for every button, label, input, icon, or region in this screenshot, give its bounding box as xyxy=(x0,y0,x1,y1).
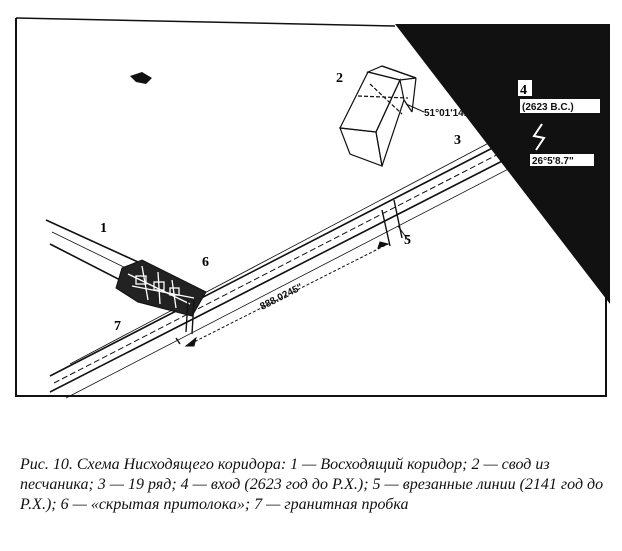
date-box xyxy=(520,99,600,113)
label-5: 5 xyxy=(404,233,411,248)
figure-caption: Рис. 10. Схема Нисходящего коридора: 1 —… xyxy=(20,456,604,513)
descending-corridor xyxy=(49,135,523,399)
angle-low-annotation: 26°5'8.7" xyxy=(532,156,574,167)
label4-box xyxy=(518,80,532,96)
ink-smudge xyxy=(130,72,152,84)
angle-leader xyxy=(405,103,425,113)
scored-lines xyxy=(381,199,409,247)
sandstone-vault xyxy=(339,65,417,167)
angle-low-box xyxy=(530,154,594,166)
date-entrance-annotation: (2623 B.C.) xyxy=(522,102,574,113)
ascending-corridor xyxy=(45,219,139,285)
hidden-lintel xyxy=(175,299,195,345)
entrance-mark xyxy=(532,123,546,151)
pyramid-face-texture xyxy=(478,120,596,256)
diagram-frame: 1 2 3 4 5 6 7 51°01'14.3" (2623 B.C.) 26… xyxy=(10,4,612,404)
angle-top-annotation: 51°01'14.3" xyxy=(424,108,477,119)
corridor-diagram: 1 2 3 4 5 6 7 51°01'14.3" (2623 B.C.) 26… xyxy=(15,17,610,399)
figure-border-top xyxy=(15,17,396,27)
length-arrow xyxy=(184,241,390,347)
label-6: 6 xyxy=(202,255,209,270)
granite-plug xyxy=(115,259,207,317)
label-7: 7 xyxy=(114,319,121,334)
label-3: 3 xyxy=(454,133,461,148)
pyramid-face-dark xyxy=(395,24,610,304)
label-4: 4 xyxy=(520,83,527,98)
label-1: 1 xyxy=(100,221,107,236)
label-2: 2 xyxy=(336,71,343,86)
